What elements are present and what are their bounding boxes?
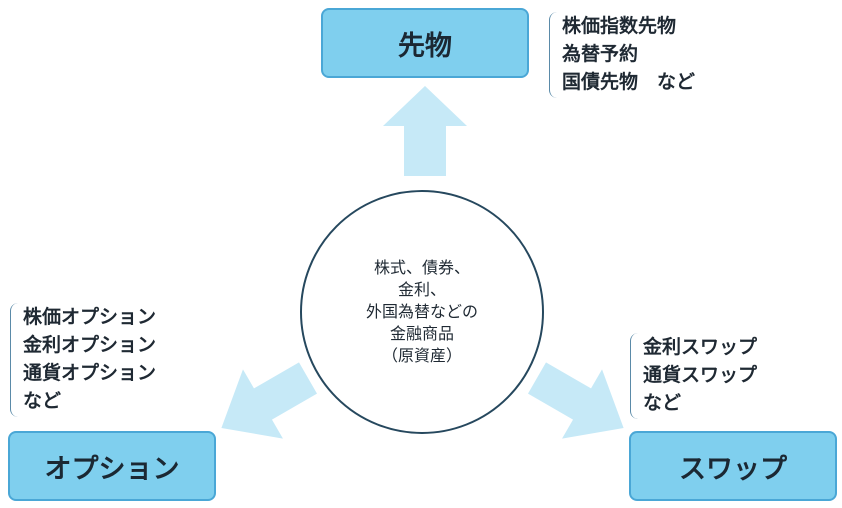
options-example: など bbox=[23, 390, 62, 412]
swaps-examples: 金利スワップ 通貨スワップ など bbox=[630, 333, 757, 419]
arrow-to-options bbox=[221, 362, 317, 439]
futures-example: 為替予約 bbox=[562, 43, 639, 65]
arrow-to-futures bbox=[383, 86, 467, 176]
swaps-box: スワップ bbox=[629, 431, 837, 501]
underlying-assets-circle: 株式、債券、 金利、 外国為替などの 金融商品 （原資産） bbox=[300, 190, 544, 434]
futures-examples: 株価指数先物 為替予約 国債先物 など bbox=[549, 12, 695, 98]
center-line: 外国為替などの bbox=[365, 302, 478, 321]
futures-example: 国債先物 など bbox=[562, 71, 696, 93]
options-box: オプション bbox=[8, 431, 216, 501]
options-examples: 株価オプション 金利オプション 通貨オプション など bbox=[10, 303, 156, 417]
center-line: 金利、 bbox=[397, 280, 446, 299]
options-example: 金利オプション bbox=[23, 334, 157, 356]
arrow-to-swaps bbox=[528, 362, 624, 439]
swaps-label: スワップ bbox=[679, 453, 787, 485]
futures-example: 株価指数先物 bbox=[562, 15, 677, 37]
swaps-example: など bbox=[643, 392, 682, 414]
swaps-example: 金利スワップ bbox=[643, 336, 758, 358]
options-example: 株価オプション bbox=[23, 306, 157, 328]
futures-label: 先物 bbox=[398, 30, 452, 62]
options-label: オプション bbox=[44, 453, 180, 485]
futures-box: 先物 bbox=[321, 8, 529, 78]
swaps-example: 通貨スワップ bbox=[643, 364, 758, 386]
center-line: （原資産） bbox=[381, 346, 462, 365]
center-line: 株式、債券、 bbox=[373, 258, 470, 277]
options-example: 通貨オプション bbox=[23, 362, 157, 384]
center-line: 金融商品 bbox=[389, 324, 454, 343]
